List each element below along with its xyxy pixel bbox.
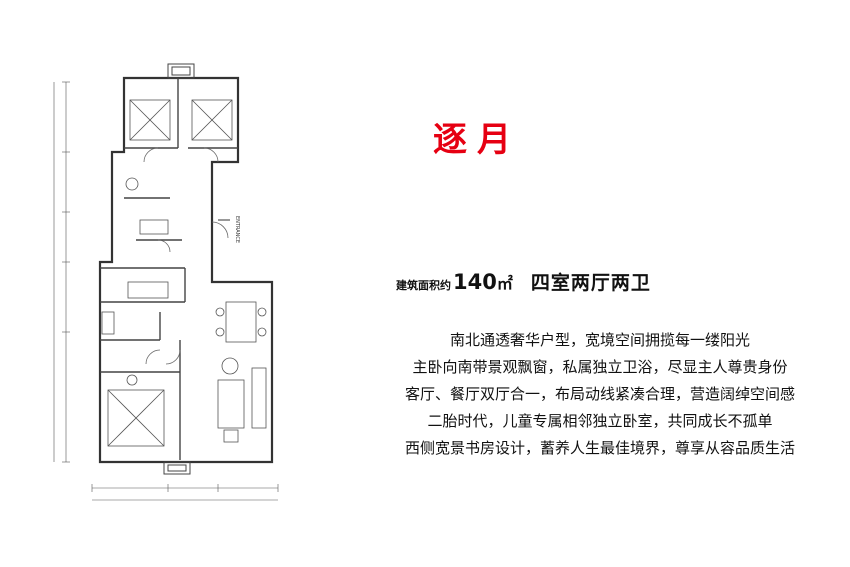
area-value: 140 xyxy=(453,270,497,294)
entrance-label: ENTRANCE xyxy=(234,216,240,243)
layout-type: 四室两厅两卫 xyxy=(530,272,651,294)
dimension-lines xyxy=(53,81,279,501)
feature-line: 南北通透奢华户型，宽境空间拥揽每一缕阳光 xyxy=(449,331,750,349)
feature-list: 南北通透奢华户型，宽境空间拥揽每一缕阳光 主卧向南带景观飘窗，私属独立卫浴，尽显… xyxy=(380,327,820,462)
interior-walls xyxy=(100,78,238,460)
feature-line: 西侧宽景书房设计，蓄养人生最佳境界，尊享从容品质生活 xyxy=(404,439,795,457)
feature-line: 二胎时代，儿童专属相邻独立卧室，共同成长不孤单 xyxy=(427,412,773,430)
area-unit: ㎡ xyxy=(496,274,513,293)
exterior-walls xyxy=(98,76,274,464)
beds xyxy=(107,99,233,447)
area-label: 建筑面积约 xyxy=(396,279,451,292)
feature-line: 客厅、餐厅双厅合一，布局动线紧凑合理，营造阔绰空间感 xyxy=(404,385,795,403)
bay-windows xyxy=(163,63,195,475)
feature-line: 主卧向南带景观飘窗，私属独立卫浴，尽显主人尊贵身份 xyxy=(412,358,788,376)
door-swings xyxy=(143,147,229,365)
entrance-marker: ENTRANCE xyxy=(218,216,240,243)
furniture xyxy=(101,177,267,443)
floor-plan: ENTRANCE xyxy=(53,63,279,501)
area-summary: 建筑面积约 140 ㎡ 四室两厅两卫 xyxy=(396,268,651,298)
project-title: 逐月 xyxy=(433,120,521,160)
